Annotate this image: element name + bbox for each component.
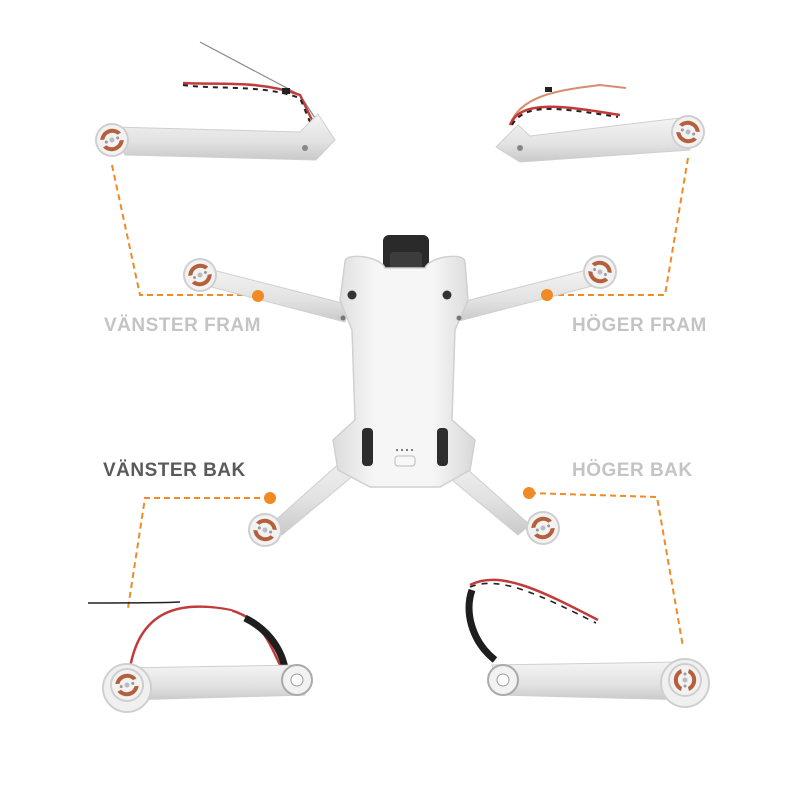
callout-dot-rear-right [523,487,535,499]
label-rear-left: VÄNSTER BAK [103,460,246,481]
arm-rear-right [465,578,710,708]
callout-lines [111,157,689,648]
drone-body [177,235,623,552]
callout-line-rear-left [127,497,270,609]
label-front-right: HÖGER FRAM [572,315,707,336]
callout-line-front-left [111,164,258,296]
arm-front-left [90,41,336,162]
label-rear-right: HÖGER BAK [572,460,693,481]
callout-dots [252,289,553,504]
callout-line-rear-right [529,492,684,648]
callout-dot-rear-left [264,492,276,504]
callout-dot-front-left [252,290,264,302]
arm-front-right [495,83,710,163]
arm-rear-left [87,601,313,713]
label-front-left: VÄNSTER FRAM [104,315,261,336]
callout-dot-front-right [541,289,553,301]
